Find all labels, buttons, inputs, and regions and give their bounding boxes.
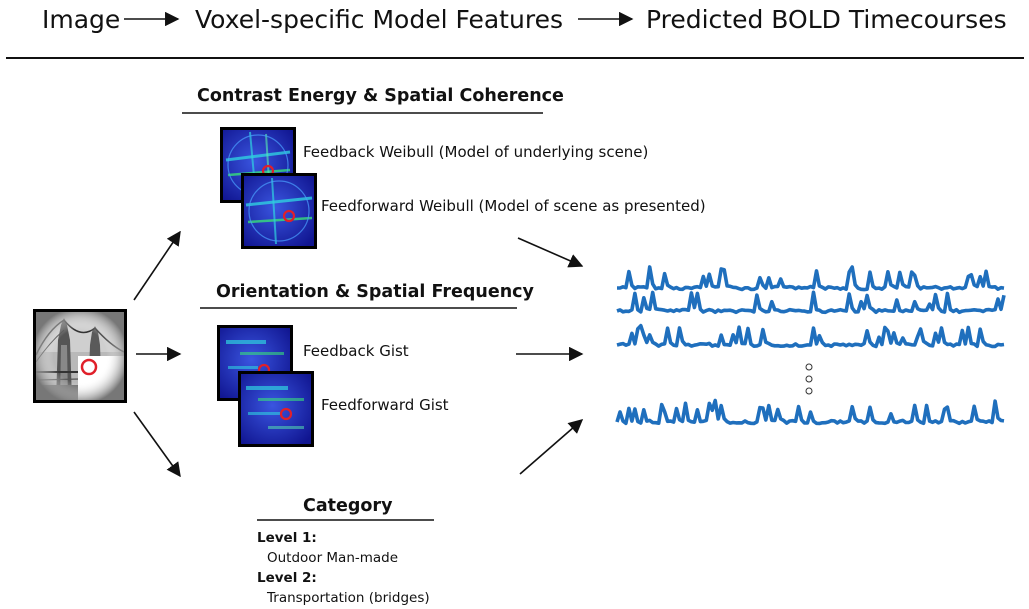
arrow-image-to-contrast [133, 230, 181, 301]
header-step-image: Image [42, 5, 120, 34]
map-label-feedback-weibull: Feedback Weibull (Model of underlying sc… [303, 143, 648, 161]
map-label-feedforward-weibull: Feedforward Weibull (Model of scene as p… [321, 197, 706, 215]
category-level-2-value: Transportation (bridges) [266, 590, 430, 606]
arrow-image-to-category [133, 411, 181, 478]
feature-map-feedforward-weibull [241, 173, 317, 249]
arrow-category-to-bold [519, 419, 584, 475]
red-circle-marker [80, 358, 98, 376]
feature-map-feedforward-gist [238, 371, 314, 447]
category-level-1-value: Outdoor Man-made [267, 550, 398, 566]
header-step-bold: Predicted BOLD Timecourses [646, 5, 1007, 34]
ellipsis-dots [805, 363, 813, 395]
section-title-orientation: Orientation & Spatial Frequency [216, 282, 535, 302]
input-image [33, 309, 127, 403]
section-title-category: Category [303, 496, 393, 516]
arrow-contrast-to-bold [517, 237, 584, 268]
bold-timecourse-3 [616, 323, 1005, 349]
category-level-2-name: Level 2: [257, 570, 317, 586]
section-title-contrast: Contrast Energy & Spatial Coherence [197, 86, 564, 106]
map-label-feedforward-gist: Feedforward Gist [321, 396, 449, 414]
category-level-1-name: Level 1: [257, 530, 317, 546]
bold-timecourse-2 [616, 290, 1006, 315]
bold-timecourse-4 [615, 398, 1005, 426]
bold-timecourse-1 [617, 265, 1005, 292]
bold-timecourses [615, 265, 1006, 426]
header-step-features: Voxel-specific Model Features [195, 5, 563, 34]
map-label-feedback-gist: Feedback Gist [303, 342, 409, 360]
